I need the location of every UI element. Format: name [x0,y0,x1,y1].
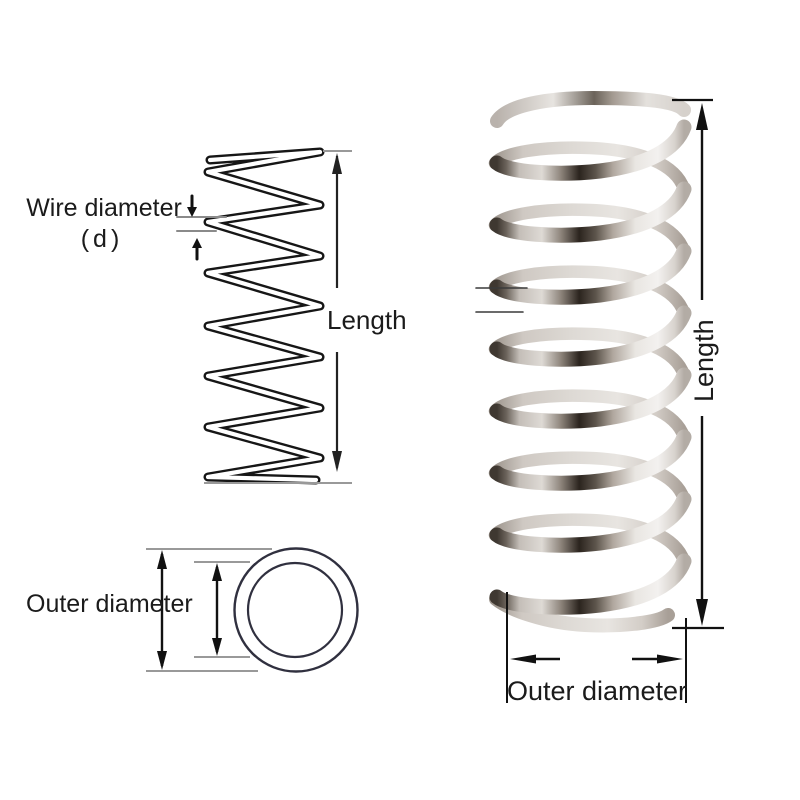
outer-circle [233,547,359,673]
right-outer-diameter-label: Outer diameter [507,676,687,706]
spring-front-coils [489,119,692,615]
schematic-spring-core [205,149,323,483]
left-outer-diameter-label: Outer diameter [26,590,193,618]
down-arrowhead-icon [696,599,708,626]
wire-diameter-symbol: (d) [81,225,124,253]
up-arrowhead-icon [696,103,708,130]
down-arrowhead-icon [332,451,342,472]
spring-back-coils [488,141,691,568]
wire-diameter-label: Wire diameter [26,194,182,222]
photo-spring [475,90,692,633]
spring-top-end-coil [490,90,691,128]
left-length-label: Length [327,305,407,335]
down-arrow-icon [187,194,197,217]
inner-circle [246,561,344,659]
up-arrow-icon [192,238,202,261]
outer-diameter-arrow [157,550,167,670]
left-length-dimension [204,150,352,484]
inner-diameter-arrow [212,563,222,656]
schematic-spring-drawing [203,147,325,485]
left-arrow-icon [510,654,560,664]
right-length-label: Length [689,319,719,402]
cross-section-diagram [146,547,359,673]
right-outer-diameter-dimension [506,592,687,703]
wire-diameter-callout [176,194,227,261]
up-arrowhead-icon [332,153,342,174]
right-length-dimension [672,98,724,630]
right-arrow-icon [632,654,683,664]
